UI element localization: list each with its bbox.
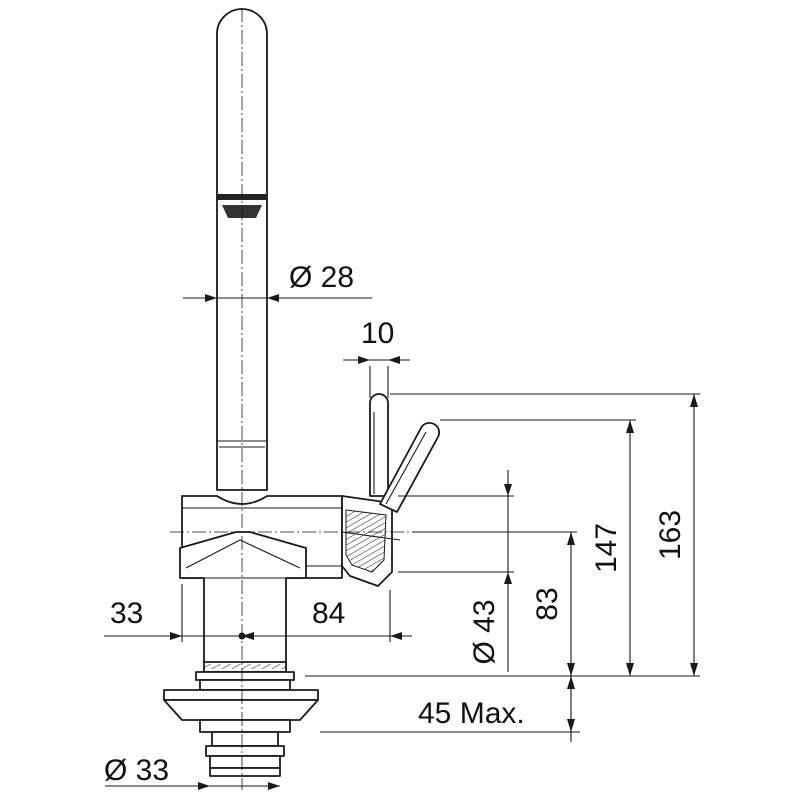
threaded-shank: [205, 731, 285, 777]
body-neck: [179, 531, 307, 665]
shank-rings: [163, 661, 319, 733]
dim-total-height: 163: [305, 393, 700, 677]
handle-lever-tilted: [379, 421, 441, 513]
label-shank-diameter: Ø 33: [104, 754, 169, 787]
dim-body-diameter: Ø 43: [398, 470, 514, 672]
dim-spout-offset: 33: [104, 584, 242, 642]
dim-handle-width: 10: [343, 317, 410, 398]
label-body-projection: 84: [312, 597, 345, 630]
handle-cartridge: [341, 495, 401, 587]
dim-spout-diameter: Ø 28: [183, 261, 372, 302]
label-spout-diameter: Ø 28: [289, 261, 354, 294]
dim-shank-diameter: Ø 33: [104, 754, 280, 790]
handle-lever-vertical: [369, 393, 389, 497]
dim-body-projection: 84: [242, 590, 412, 642]
label-lever-height: 147: [590, 523, 623, 573]
label-spout-offset: 33: [110, 597, 143, 630]
label-counter-thickness: 45 Max.: [418, 697, 525, 730]
dim-lever-height: 147: [440, 419, 636, 676]
dim-counter-thickness: 45 Max.: [320, 676, 580, 742]
label-total-height: 163: [654, 510, 687, 560]
spout-tube: [216, 8, 268, 491]
dim-body-axis-height: 83: [412, 531, 577, 676]
label-handle-width: 10: [361, 317, 394, 350]
label-body-diameter: Ø 43: [468, 599, 501, 664]
faucet-outline: [163, 8, 441, 777]
label-body-axis-height: 83: [531, 587, 564, 620]
